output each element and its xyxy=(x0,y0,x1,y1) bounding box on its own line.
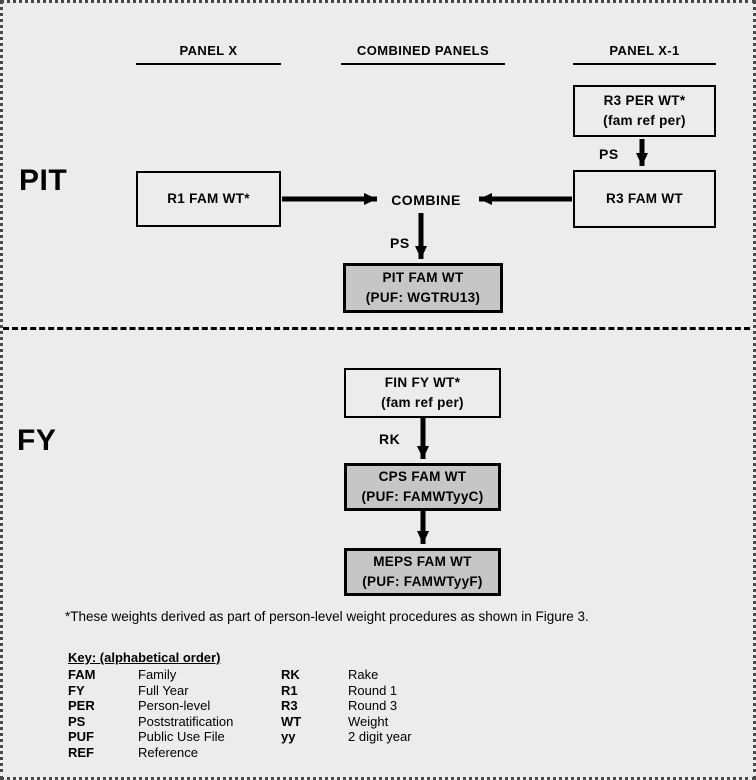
key-desc: Public Use File xyxy=(138,729,225,744)
key-desc: Round 3 xyxy=(348,698,398,713)
key-row: PUF Public Use File xyxy=(68,729,233,745)
key-row: WT Weight xyxy=(281,714,412,730)
box-r3-per-wt: R3 PER WT* (fam ref per) xyxy=(573,85,716,137)
combine-node: COMBINE xyxy=(391,192,461,208)
key-abbr: PER xyxy=(68,698,95,713)
box-meps-fam-wt: MEPS FAM WT (PUF: FAMWTyyF) xyxy=(344,548,501,596)
key-row: R3 Round 3 xyxy=(281,698,412,714)
key-abbr: PUF xyxy=(68,729,94,744)
key-desc: Reference xyxy=(138,744,198,760)
key-desc: Weight xyxy=(348,713,389,729)
key-abbr: PS xyxy=(68,713,86,729)
box-pit-fam-wt: PIT FAM WT (PUF: WGTRU13) xyxy=(343,263,503,313)
key-abbr: R1 xyxy=(281,682,298,698)
column-header-combined-panels: COMBINED PANELS xyxy=(341,43,505,65)
key-column-left: FAM Family FY Full Year PER Person-level PS… xyxy=(68,667,233,760)
key-row: FAM Family xyxy=(68,667,233,683)
box-r3-per-wt-line2: (fam ref per) xyxy=(603,113,686,128)
key-row: PS Poststratification xyxy=(68,714,233,730)
key-desc: 2 digit year xyxy=(348,729,412,744)
key-title: Key: (alphabetical order) xyxy=(68,650,221,665)
key-abbr: WT xyxy=(281,713,302,729)
box-cps-fam-wt-line2: (PUF: FAMWTyyC) xyxy=(361,489,484,504)
box-r1-fam-wt: R1 FAM WT* xyxy=(136,171,281,227)
key-desc: Rake xyxy=(348,667,379,682)
key-abbr: REF xyxy=(68,744,94,760)
key-desc: Person-level xyxy=(138,698,211,713)
box-r3-per-wt-line1: R3 PER WT* xyxy=(603,93,686,108)
key-abbr: FY xyxy=(68,682,85,698)
key-column-right: RK Rake R1 Round 1 R3 Round 3 WT Weight yy 2 … xyxy=(281,667,412,745)
key-abbr: FAM xyxy=(68,667,96,682)
key-row: R1 Round 1 xyxy=(281,683,412,699)
column-header-panel-x: PANEL X xyxy=(136,43,281,65)
key-abbr: R3 xyxy=(281,698,298,713)
footnote: *These weights derived as part of person… xyxy=(65,609,589,624)
arrow-label-ps-bottom: PS xyxy=(390,235,410,251)
key-abbr: RK xyxy=(281,667,300,682)
section-divider xyxy=(3,327,753,330)
box-cps-fam-wt: CPS FAM WT (PUF: FAMWTyyC) xyxy=(344,463,501,511)
box-meps-fam-wt-line1: MEPS FAM WT xyxy=(373,554,472,569)
box-fin-fy-wt: FIN FY WT* (fam ref per) xyxy=(344,368,501,418)
box-r3-fam-wt-line1: R3 FAM WT xyxy=(606,191,683,206)
section-label-pit: PIT xyxy=(19,164,68,197)
key-abbr: yy xyxy=(281,729,296,744)
key-row: FY Full Year xyxy=(68,683,233,699)
column-header-panel-x-1: PANEL X-1 xyxy=(573,43,716,65)
key-desc: Round 1 xyxy=(348,682,398,698)
box-fin-fy-wt-line1: FIN FY WT* xyxy=(384,375,461,390)
key-desc: Full Year xyxy=(138,682,189,698)
box-r1-fam-wt-line1: R1 FAM WT* xyxy=(167,191,250,206)
key-desc: Family xyxy=(138,667,177,682)
box-pit-fam-wt-line1: PIT FAM WT xyxy=(382,270,464,285)
box-cps-fam-wt-line1: CPS FAM WT xyxy=(378,469,467,484)
key-row: RK Rake xyxy=(281,667,412,683)
key-row: PER Person-level xyxy=(68,698,233,714)
arrow-label-ps-top: PS xyxy=(599,146,619,162)
box-r3-fam-wt: R3 FAM WT xyxy=(573,170,716,228)
section-label-fy: FY xyxy=(17,424,57,457)
arrow-label-rk: RK xyxy=(379,431,401,447)
key-row: yy 2 digit year xyxy=(281,729,412,745)
box-fin-fy-wt-line2: (fam ref per) xyxy=(381,395,464,410)
key-desc: Poststratification xyxy=(138,713,234,729)
key-row: REF Reference xyxy=(68,745,233,761)
box-meps-fam-wt-line2: (PUF: FAMWTyyF) xyxy=(362,574,483,589)
box-pit-fam-wt-line2: (PUF: WGTRU13) xyxy=(365,290,481,305)
